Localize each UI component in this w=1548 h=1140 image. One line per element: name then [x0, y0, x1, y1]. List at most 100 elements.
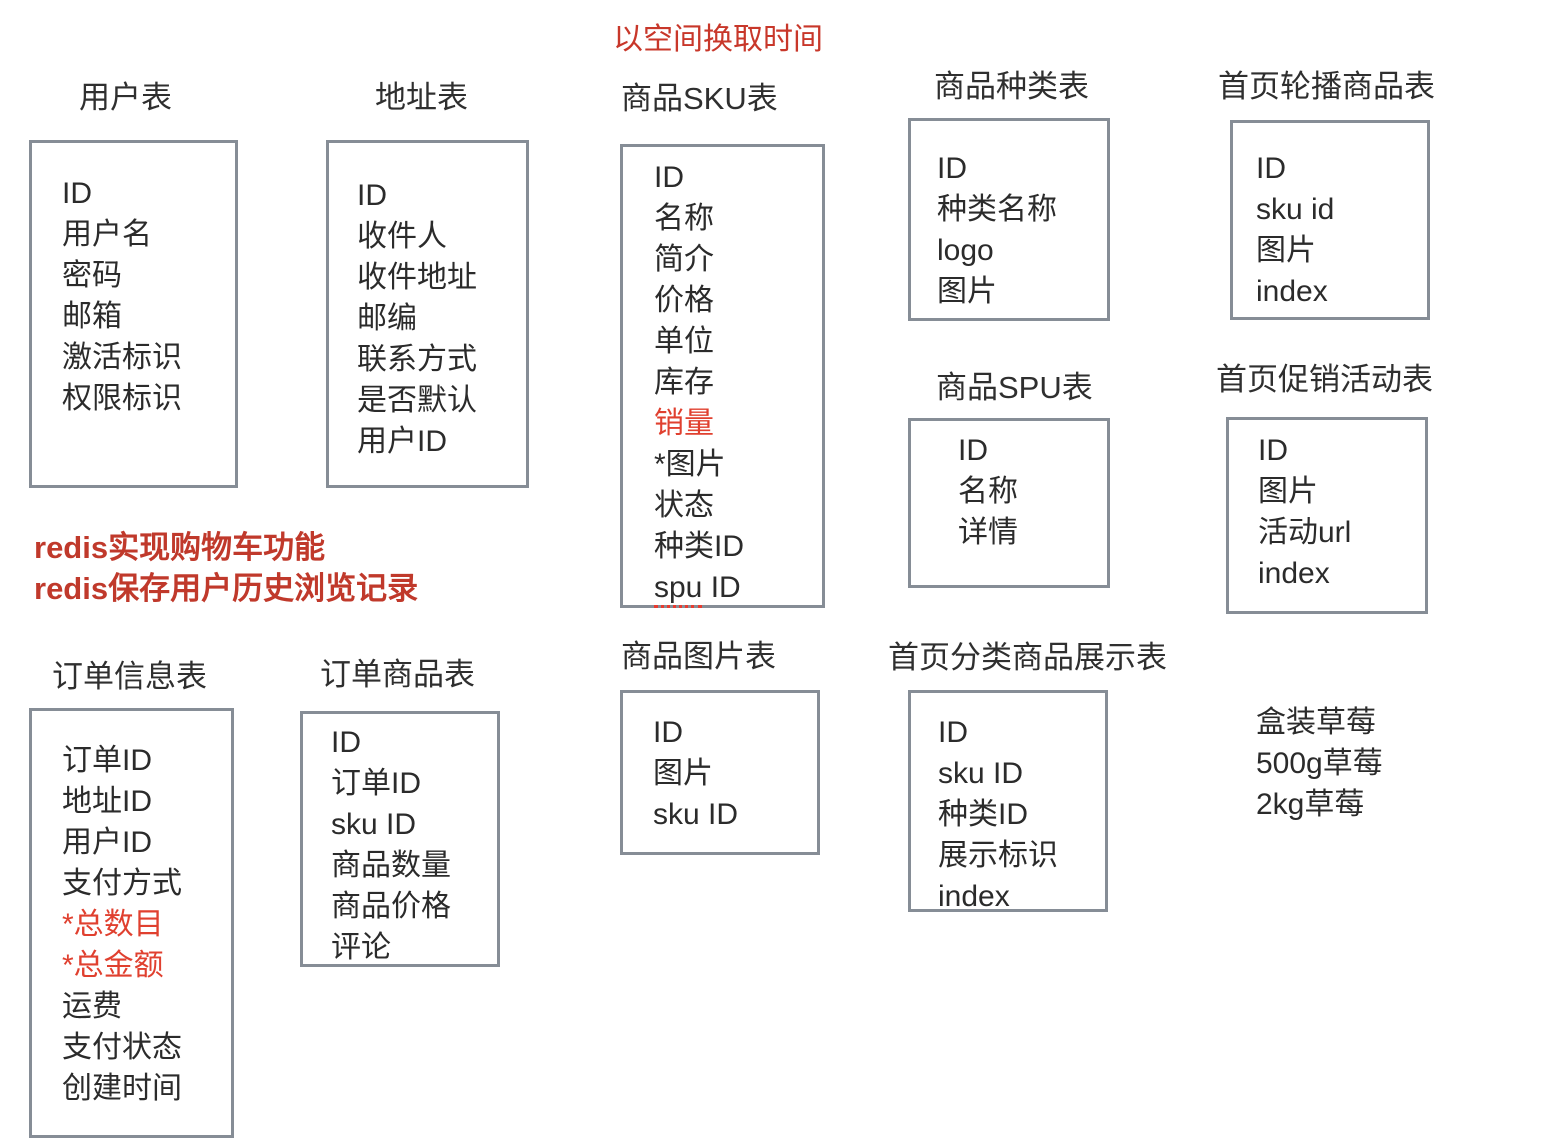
table-box-home-promotion — [1226, 417, 1428, 614]
field-row: 价格 — [654, 284, 714, 317]
field-row-highlight: *总金额 — [62, 949, 164, 982]
field-row: 激活标识 — [62, 341, 182, 374]
sku-example-item: 盒装草莓 — [1256, 706, 1376, 739]
field-row: sku ID — [653, 798, 739, 831]
field-row: ID — [357, 179, 387, 212]
misspelled-word: spu — [654, 571, 703, 608]
field-row: 邮编 — [357, 302, 417, 335]
table-title-goods-image: 商品图片表 — [621, 639, 776, 674]
field-list-home-promotion: ID 图片 活动url index — [1258, 430, 1351, 594]
sku-example-list: 盒装草莓 500g草莓 2kg草莓 — [1256, 702, 1383, 825]
field-row: 名称 — [654, 202, 714, 235]
sku-example-item: 500g草莓 — [1256, 747, 1383, 780]
field-row: ID — [653, 716, 683, 749]
table-box-order-info — [29, 708, 234, 1138]
redis-note-line: redis实现购物车功能 — [34, 530, 326, 565]
field-row: 活动url — [1258, 516, 1352, 549]
field-list-order-info: 订单ID 地址ID 用户ID 支付方式 *总数目 *总金额 运费 支付状态 创建… — [62, 740, 182, 1109]
field-row: 权限标识 — [62, 382, 182, 415]
table-box-goods-category — [908, 118, 1110, 321]
field-row: 状态 — [654, 489, 714, 522]
table-title-goods-sku: 商品SKU表 — [621, 81, 778, 116]
field-row: 订单ID — [331, 767, 421, 800]
field-row: 图片 — [937, 275, 997, 308]
field-row: 展示标识 — [938, 839, 1058, 872]
table-box-order-goods — [300, 711, 500, 967]
field-row: 种类名称 — [937, 193, 1057, 226]
redis-note-line: redis保存用户历史浏览记录 — [34, 571, 419, 606]
field-list-home-category-goods: ID sku ID 种类ID 展示标识 index — [938, 712, 1058, 917]
table-box-goods-sku — [620, 144, 825, 608]
field-row: ID — [937, 152, 967, 185]
field-list-goods-sku: ID 名称 简介 价格 单位 库存 销量 *图片 状态 种类ID spu ID — [654, 157, 744, 608]
field-row: 图片 — [653, 757, 713, 790]
field-row: 简介 — [654, 243, 714, 276]
field-list-goods-spu: ID 名称 详情 — [958, 430, 1018, 553]
table-title-home-carousel: 首页轮播商品表 — [1218, 69, 1435, 104]
field-row: ID — [1258, 434, 1288, 467]
table-title-address: 地址表 — [375, 80, 468, 115]
field-list-home-carousel: ID sku id 图片 index — [1256, 148, 1334, 312]
field-row: sku ID — [938, 757, 1024, 790]
table-box-address — [326, 140, 529, 488]
field-row: ID — [958, 434, 988, 467]
field-row: ID — [654, 161, 684, 194]
table-box-user — [29, 140, 238, 488]
field-row: 密码 — [62, 259, 122, 292]
field-row: index — [938, 880, 1010, 913]
field-row: ID — [331, 726, 361, 759]
field-row: index — [1258, 557, 1330, 590]
table-title-home-promotion: 首页促销活动表 — [1216, 362, 1433, 397]
field-row: 邮箱 — [62, 300, 122, 333]
field-list-address: ID 收件人 收件地址 邮编 联系方式 是否默认 用户ID — [357, 175, 477, 462]
field-row: 种类ID — [654, 530, 744, 563]
field-list-user: ID 用户名 密码 邮箱 激活标识 权限标识 — [62, 173, 182, 419]
field-row-highlight: 销量 — [654, 407, 714, 440]
field-row: 库存 — [654, 366, 714, 399]
note-space-for-time: 以空间换取时间 — [613, 23, 823, 56]
field-row: 收件地址 — [357, 261, 477, 294]
table-title-order-goods: 订单商品表 — [320, 657, 475, 692]
field-row-highlight: *总数目 — [62, 908, 164, 941]
field-row: sku ID — [331, 808, 417, 841]
field-row: 是否默认 — [357, 384, 477, 417]
table-title-user: 用户表 — [79, 80, 172, 115]
field-row-misspelled: spu ID — [654, 567, 744, 608]
table-box-goods-image — [620, 690, 820, 855]
redis-notes: redis实现购物车功能 redis保存用户历史浏览记录 — [34, 527, 418, 609]
table-title-order-info: 订单信息表 — [52, 659, 207, 694]
field-row: 评论 — [331, 931, 391, 964]
field-row-suffix: ID — [702, 571, 741, 604]
field-row: 地址ID — [62, 785, 152, 818]
field-row: 单位 — [654, 325, 714, 358]
field-row: ID — [938, 716, 968, 749]
field-row: 运费 — [62, 990, 122, 1023]
field-row: 收件人 — [357, 220, 447, 253]
table-title-goods-category: 商品种类表 — [934, 69, 1089, 104]
field-row: 商品数量 — [331, 849, 451, 882]
field-row: 详情 — [958, 516, 1018, 549]
field-row: *图片 — [654, 448, 726, 481]
field-row: sku id — [1256, 193, 1335, 226]
table-box-home-carousel — [1230, 120, 1430, 320]
field-row: 用户ID — [357, 425, 447, 458]
field-row: 订单ID — [62, 744, 152, 777]
field-row: 图片 — [1256, 234, 1316, 267]
field-row: index — [1256, 275, 1328, 308]
field-row: 用户名 — [62, 218, 152, 251]
field-row: logo — [937, 234, 994, 267]
field-row: 图片 — [1258, 475, 1318, 508]
field-row: 名称 — [958, 475, 1018, 508]
field-row: 商品价格 — [331, 890, 451, 923]
field-list-goods-image: ID 图片 sku ID — [653, 712, 738, 835]
field-row: 用户ID — [62, 826, 152, 859]
field-list-order-goods: ID 订单ID sku ID 商品数量 商品价格 评论 — [331, 722, 451, 968]
sku-example-item: 2kg草莓 — [1256, 788, 1365, 821]
field-row: 联系方式 — [357, 343, 477, 376]
field-row: 创建时间 — [62, 1072, 182, 1105]
table-title-home-category-goods: 首页分类商品展示表 — [888, 640, 1167, 675]
field-list-goods-category: ID 种类名称 logo 图片 — [937, 148, 1057, 312]
table-box-goods-spu — [908, 418, 1110, 588]
field-row: 支付状态 — [62, 1031, 182, 1064]
